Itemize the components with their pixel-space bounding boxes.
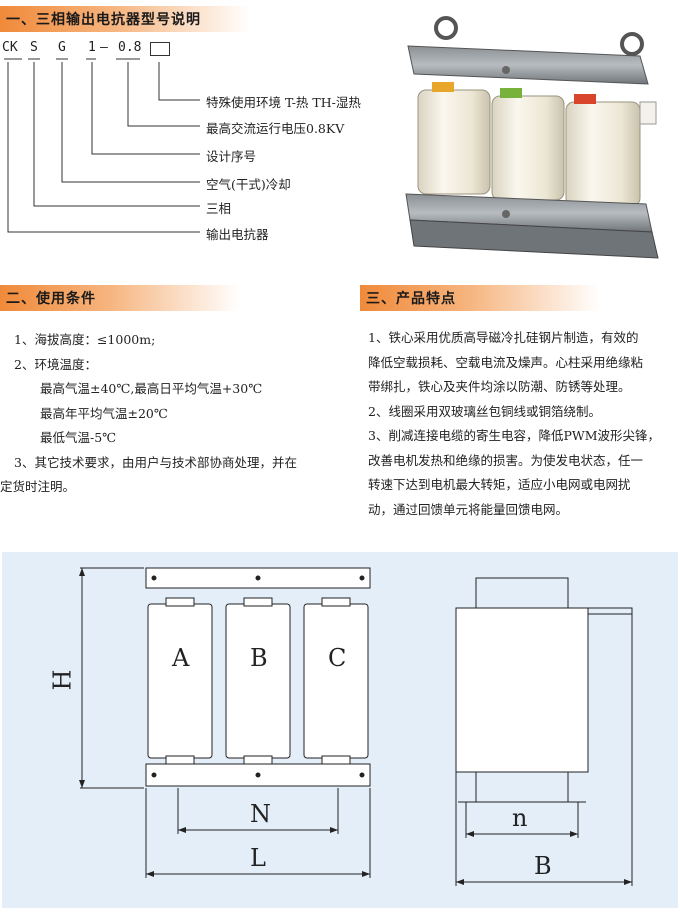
model-blank-box: [150, 42, 170, 56]
features-text: 1、铁心采用优质高导磁冷扎硅钢片制造，有效的 降低空载损耗、空载电流及燥声。心柱…: [368, 326, 678, 522]
coil-a: [147, 603, 213, 759]
section2-title: 二、使用条件: [6, 291, 96, 307]
section1-header: 一、三相输出电抗器型号说明: [0, 6, 250, 32]
dim-label-b: B: [534, 852, 552, 880]
model-part-s: S: [30, 40, 38, 55]
product-photo: [396, 6, 674, 268]
feature-line-1: 1、铁心采用优质高导磁冷扎硅钢片制造，有效的: [368, 330, 639, 345]
model-part-voltage: 0.8: [118, 40, 142, 55]
model-label-design: 设计序号: [206, 149, 257, 164]
side-top-bracket: [475, 577, 569, 609]
condition-temp-heading: 2、环境温度：: [14, 356, 97, 372]
dim-label-l: L: [250, 844, 266, 872]
coil-b: [225, 603, 291, 759]
section2-header: 二、使用条件: [0, 285, 240, 311]
model-part-ck: CK: [2, 40, 18, 55]
dimension-drawing: A B C H N L n B: [2, 552, 678, 908]
dim-label-n: N: [250, 800, 271, 828]
feature-line-8: 动，通过回馈单元将能量回馈电网。: [368, 501, 569, 517]
feature-line-5: 3、削减连接电缆的寄生电容，降低PWM波形尖锋，: [368, 428, 661, 443]
model-label-phase: 三相: [206, 201, 232, 216]
section1-title: 一、三相输出电抗器型号说明: [6, 12, 201, 28]
side-body: [455, 607, 589, 773]
model-tree-lines: [4, 58, 200, 233]
model-label-type: 输出电抗器: [206, 227, 269, 242]
condition-temp-min: 最低气温-5℃: [40, 430, 117, 445]
side-bottom-bracket: [475, 771, 569, 803]
feature-line-6: 改善电机发热和绝缘的损害。为使发电状态，任一: [368, 452, 644, 468]
feature-line-3: 带绑扎，铁心及夹件均涂以防潮、防锈等处理。: [368, 379, 631, 394]
condition-temp-max: 最高气温±40℃,最高日平均气温+30℃: [40, 381, 263, 396]
coil-c: [303, 603, 369, 759]
feature-line-2: 降低空载损耗、空载电流及燥声。心柱采用绝缘粘: [368, 354, 644, 370]
model-dash: —: [100, 40, 108, 55]
model-part-1: 1: [88, 40, 96, 55]
coil-label-a: A: [172, 644, 190, 672]
dim-label-h: H: [48, 669, 77, 691]
model-label-environment: 特殊使用环境 T-热 TH-湿热: [206, 95, 361, 110]
section3-header: 三、产品特点: [360, 285, 600, 311]
condition-altitude: 1、海拔高度：≤1000m;: [14, 332, 156, 347]
feature-line-4: 2、线圈采用双玻璃丝包铜线或铜箔绕制。: [368, 403, 601, 419]
coil-label-b: B: [250, 644, 268, 672]
condition-other-1: 3、其它技术要求，由用户与技术部协商处理，并在: [14, 454, 297, 470]
condition-other-2: 定货时注明。: [0, 479, 76, 494]
condition-temp-annual: 最高年平均气温±20℃: [40, 405, 168, 421]
model-label-cooling: 空气(干式)冷却: [206, 177, 291, 192]
model-part-g: G: [58, 40, 66, 55]
conditions-text: 1、海拔高度：≤1000m; 2、环境温度： 最高气温±40℃,最高日平均气温+…: [0, 328, 344, 500]
section3-title: 三、产品特点: [366, 291, 456, 307]
feature-line-7: 转速下达到电机最大转矩，适应小电网或电网扰: [368, 477, 631, 492]
model-label-voltage: 最高交流运行电压0.8KV: [206, 121, 345, 136]
coil-label-c: C: [328, 644, 347, 672]
dim-label-n-small: n: [512, 804, 528, 832]
